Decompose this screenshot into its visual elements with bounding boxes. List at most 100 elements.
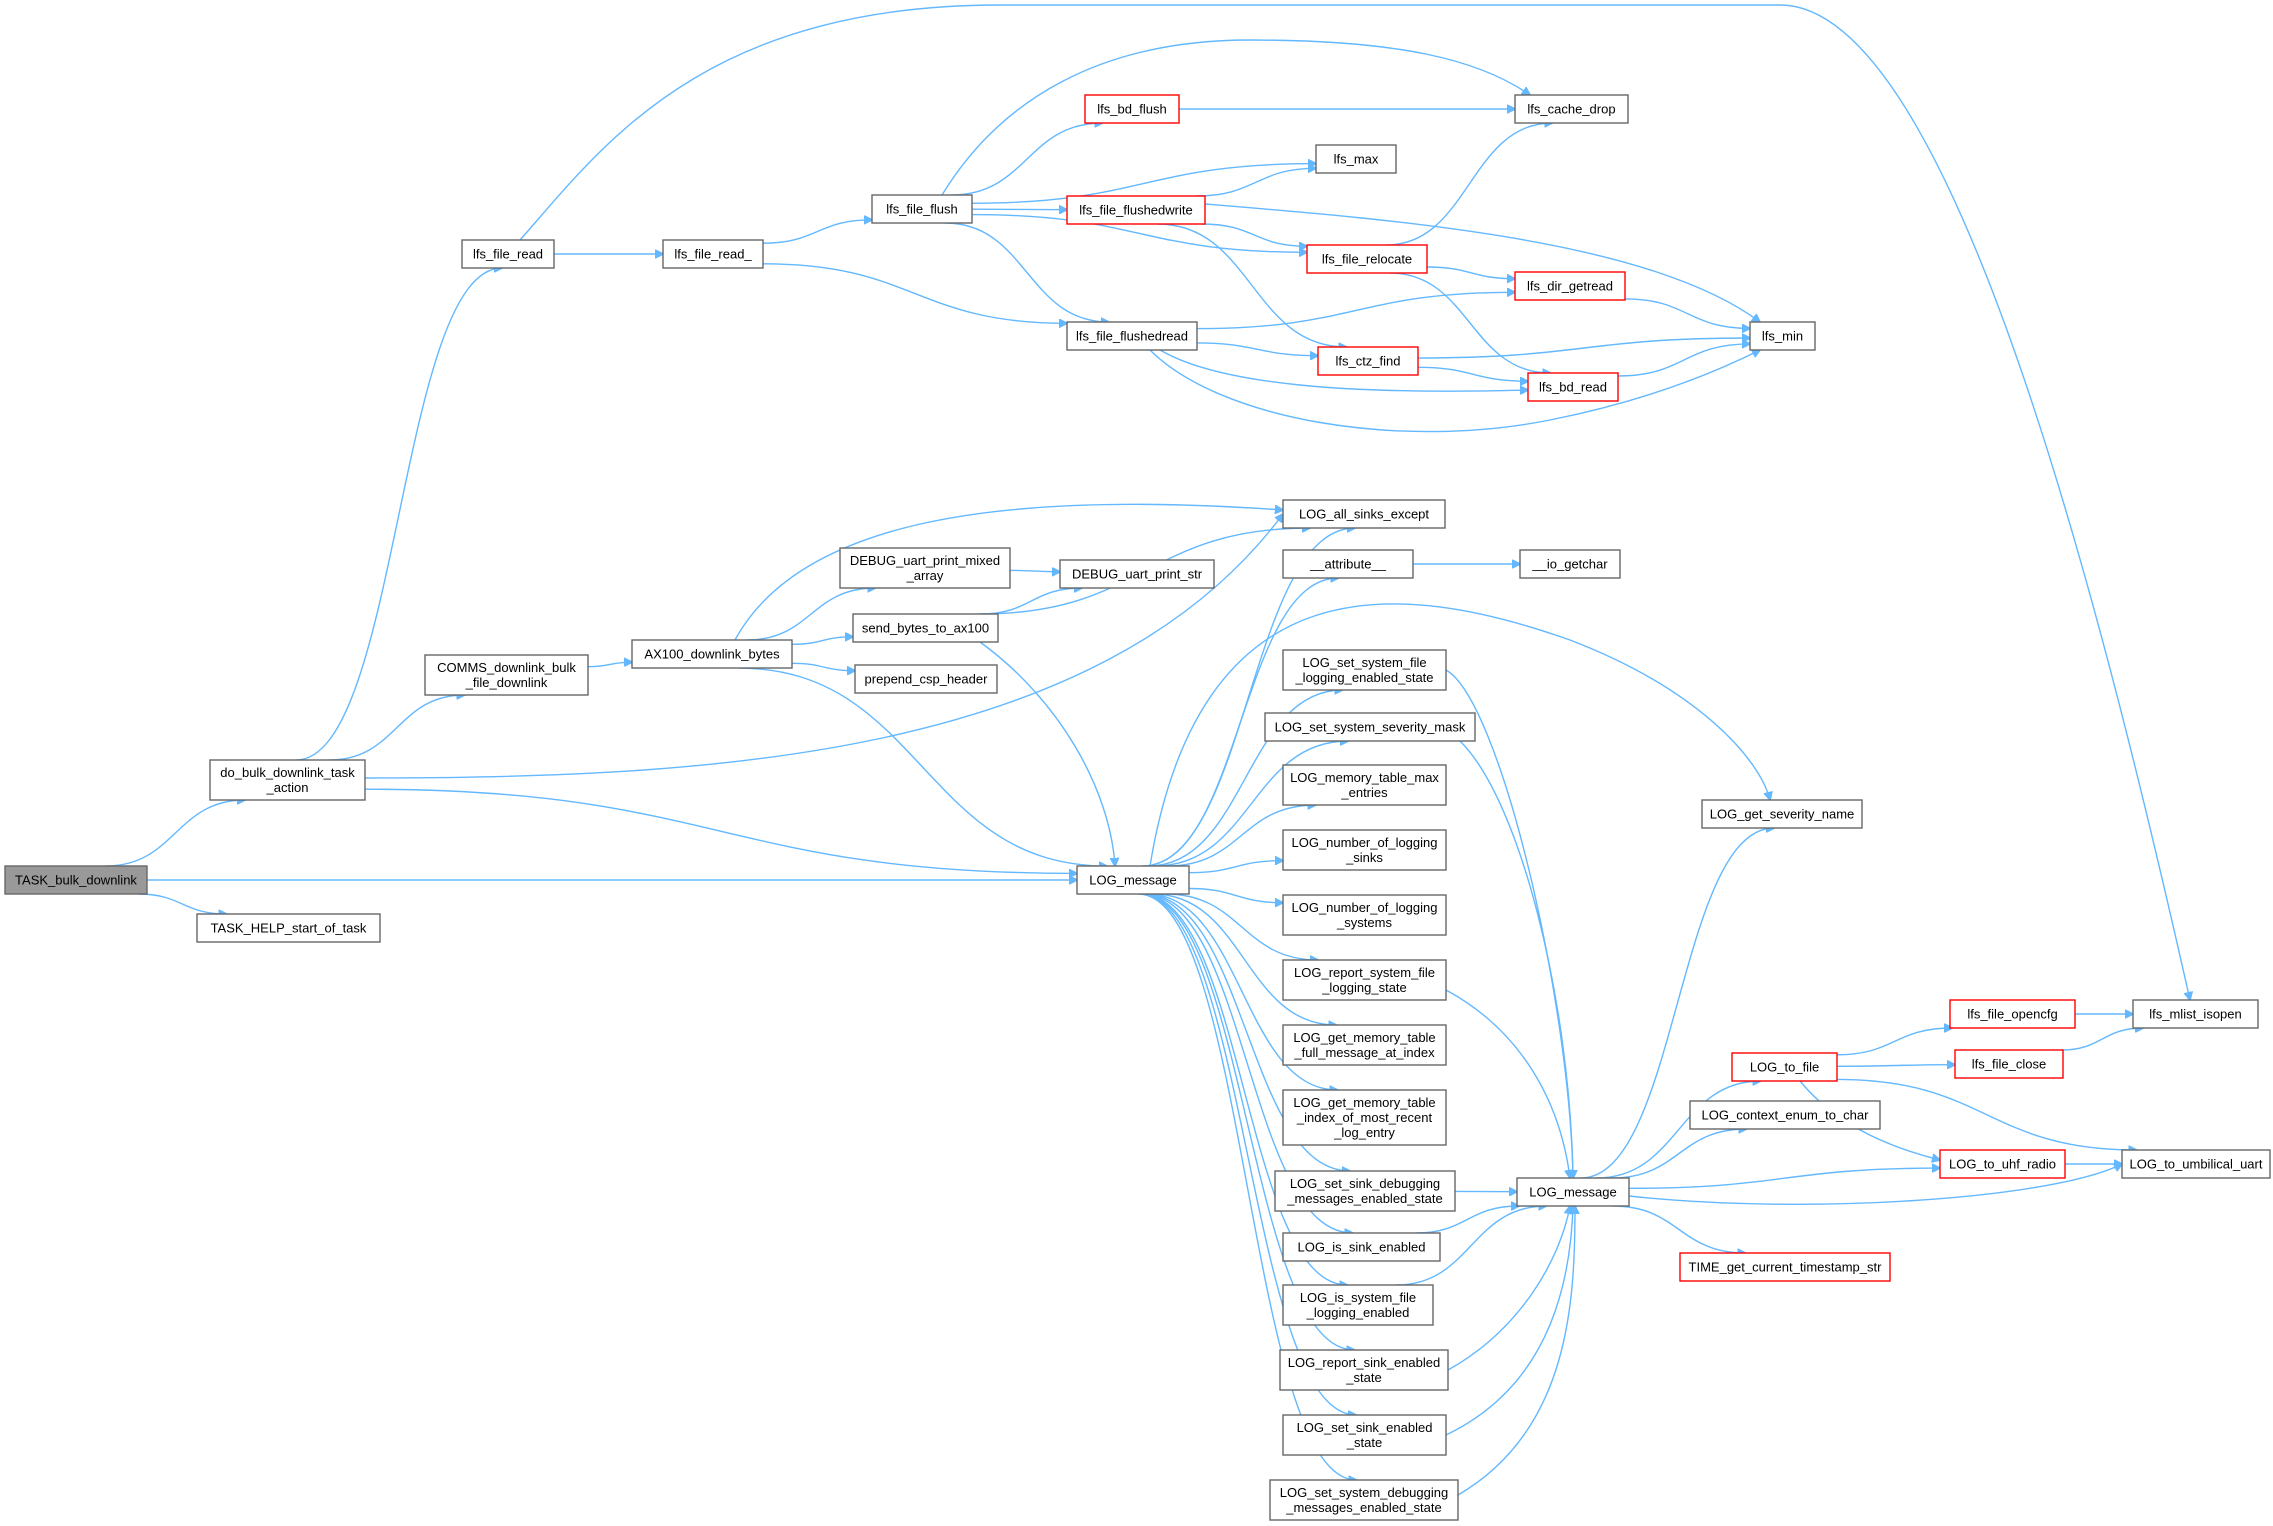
node-box	[1282, 1089, 1447, 1146]
node-label: lfs_dir_getread	[1527, 279, 1613, 294]
edge-lfs_file_flushwrite-to-lfs_ctz_find	[1157, 223, 1347, 347]
edge-do_bulk-to-lfs_file_read	[295, 268, 502, 761]
node-log-message-1[interactable]: LOG_message	[1076, 865, 1190, 895]
node-label: lfs_file_flushedread	[1076, 329, 1188, 344]
node-label: LOG_set_sink_debugging	[1290, 1176, 1440, 1191]
edge-debug_mixed-to-debug_str	[1009, 570, 1060, 571]
node-log-num-systems[interactable]: LOG_number_of_logging_systems	[1282, 894, 1447, 936]
edge-lfs_file_flushedread-to-lfs_min	[1149, 350, 1760, 433]
node-send-bytes[interactable]: send_bytes_to_ax100	[852, 613, 999, 643]
node-label: TASK_bulk_downlink	[15, 873, 137, 888]
node-log-message-2[interactable]: LOG_message	[1516, 1177, 1630, 1207]
node-log-context-enum[interactable]: LOG_context_enum_to_char	[1689, 1100, 1881, 1130]
node-label: LOG_message	[1089, 873, 1176, 888]
node-lfs-ctz-find[interactable]: lfs_ctz_find	[1317, 346, 1419, 376]
node-debug-mixed[interactable]: DEBUG_uart_print_mixed_array	[839, 547, 1011, 589]
edge-do_bulk-to-log_all_sinks	[364, 514, 1283, 779]
edge-lfs_ctz_find-to-lfs_min	[1417, 338, 1750, 359]
node-box	[1514, 271, 1626, 301]
node-log-set-sys-sev[interactable]: LOG_set_system_severity_mask	[1264, 712, 1476, 742]
edge-lfs_bd_read-to-lfs_min	[1617, 344, 1750, 377]
node-io-getchar[interactable]: __io_getchar	[1519, 549, 1621, 579]
node-label: lfs_cache_drop	[1527, 102, 1615, 117]
node-box	[1282, 829, 1447, 871]
node-label: LOG_context_enum_to_char	[1702, 1108, 1870, 1123]
node-log-mem-max[interactable]: LOG_memory_table_max_entries	[1282, 764, 1447, 806]
node-box	[1519, 549, 1621, 579]
node-label: lfs_file_read_	[674, 247, 752, 262]
node-lfs-file-flushedread[interactable]: lfs_file_flushedread	[1066, 321, 1198, 351]
node-box	[209, 759, 366, 801]
node-log-set-sink-enabled[interactable]: LOG_set_sink_enabled_state	[1282, 1414, 1447, 1456]
node-label: _log_entry	[1333, 1125, 1395, 1140]
node-lfs-file-read[interactable]: lfs_file_read	[461, 239, 555, 269]
node-lfs-file-relocate[interactable]: lfs_file_relocate	[1306, 244, 1428, 274]
node-task-bulk-downlink[interactable]: TASK_bulk_downlink	[4, 865, 148, 895]
node-label: DEBUG_uart_print_str	[1072, 567, 1203, 582]
edge-log_message_1-to-log_report_sys_file	[1165, 893, 1318, 960]
node-box	[1282, 894, 1447, 936]
node-attribute[interactable]: __attribute__	[1282, 549, 1414, 579]
node-log-all-sinks[interactable]: LOG_all_sinks_except	[1282, 499, 1446, 529]
node-label: _logging_enabled	[1306, 1305, 1410, 1320]
node-log-get-sev-name[interactable]: LOG_get_severity_name	[1701, 799, 1863, 829]
node-label: _state	[1346, 1435, 1382, 1450]
node-comms-downlink[interactable]: COMMS_downlink_bulk_file_downlink	[424, 654, 589, 696]
node-label: LOG_get_memory_table	[1293, 1095, 1435, 1110]
node-box	[1076, 865, 1190, 895]
node-label: __attribute__	[1309, 557, 1387, 572]
node-log-get-mem-index[interactable]: LOG_get_memory_table_index_of_most_recen…	[1282, 1089, 1447, 1146]
edge-lfs_file_read-to-lfs_mlist_isopen	[519, 4, 2190, 1000]
edge-log_set_sink_enabled-to-log_message_2	[1445, 1206, 1573, 1436]
node-box	[631, 639, 793, 669]
edge-log_message_2-to-log_to_file	[1596, 1081, 1761, 1179]
node-log-set-sys-file[interactable]: LOG_set_system_file_logging_enabled_stat…	[1282, 649, 1447, 691]
node-lfs-min[interactable]: lfs_min	[1749, 321, 1816, 351]
node-log-report-sys-file[interactable]: LOG_report_system_file_logging_state	[1282, 959, 1447, 1001]
node-lfs-file-flush[interactable]: lfs_file_flush	[871, 194, 973, 224]
node-lfs-file-opencfg[interactable]: lfs_file_opencfg	[1949, 999, 2076, 1029]
node-label: _array	[906, 568, 944, 583]
node-log-get-mem-full[interactable]: LOG_get_memory_table_full_message_at_ind…	[1282, 1024, 1447, 1066]
node-lfs-bd-read[interactable]: lfs_bd_read	[1527, 372, 1619, 402]
node-lfs-file-close[interactable]: lfs_file_close	[1954, 1049, 2064, 1079]
edge-log_to_file-to-log_to_uhf	[1799, 1080, 1940, 1160]
node-log-report-sink[interactable]: LOG_report_sink_enabled_state	[1279, 1349, 1449, 1391]
node-label: TIME_get_current_timestamp_str	[1689, 1260, 1883, 1275]
node-log-to-uhf[interactable]: LOG_to_uhf_radio	[1939, 1149, 2066, 1179]
node-debug-str[interactable]: DEBUG_uart_print_str	[1059, 559, 1215, 589]
node-label: COMMS_downlink_bulk	[437, 660, 576, 675]
node-label: lfs_file_flush	[886, 202, 958, 217]
node-time-get-ts[interactable]: TIME_get_current_timestamp_str	[1679, 1252, 1891, 1282]
node-box	[852, 613, 999, 643]
node-lfs-mlist-isopen[interactable]: lfs_mlist_isopen	[2132, 999, 2259, 1029]
node-log-to-file[interactable]: LOG_to_file	[1731, 1052, 1838, 1082]
node-task-help[interactable]: TASK_HELP_start_of_task	[196, 913, 381, 943]
node-label: lfs_mlist_isopen	[2149, 1007, 2242, 1022]
node-lfs-cache-drop[interactable]: lfs_cache_drop	[1514, 94, 1629, 124]
node-log-is-sys-file[interactable]: LOG_is_system_file_logging_enabled	[1282, 1284, 1434, 1326]
node-log-is-sink[interactable]: LOG_is_sink_enabled	[1282, 1232, 1441, 1262]
node-log-set-sink-debug[interactable]: LOG_set_sink_debugging_messages_enabled_…	[1274, 1170, 1456, 1212]
node-log-num-sinks[interactable]: LOG_number_of_logging_sinks	[1282, 829, 1447, 871]
node-lfs-file-flushwrite[interactable]: lfs_file_flushedwrite	[1066, 195, 1206, 225]
node-lfs-bd-flush[interactable]: lfs_bd_flush	[1084, 94, 1180, 124]
node-box	[1274, 1170, 1456, 1212]
node-box	[461, 239, 555, 269]
node-lfs-max[interactable]: lfs_max	[1315, 144, 1397, 174]
node-label: do_bulk_downlink_task	[220, 765, 355, 780]
node-label: _entries	[1340, 785, 1388, 800]
node-do-bulk[interactable]: do_bulk_downlink_task_action	[209, 759, 366, 801]
edge-lfs_file_flushwrite-to-lfs_file_relocate	[1201, 223, 1307, 246]
node-lfs-file-read-[interactable]: lfs_file_read_	[662, 239, 764, 269]
node-ax100[interactable]: AX100_downlink_bytes	[631, 639, 793, 669]
node-box	[196, 913, 381, 943]
node-prepend-csp[interactable]: prepend_csp_header	[854, 664, 998, 694]
edge-lfs_file_close-to-lfs_mlist_isopen	[2061, 1028, 2143, 1051]
node-label: _sinks	[1345, 850, 1383, 865]
node-lfs-dir-getread[interactable]: lfs_dir_getread	[1514, 271, 1626, 301]
node-log-to-umbilical[interactable]: LOG_to_umbilical_uart	[2121, 1149, 2271, 1179]
node-label: prepend_csp_header	[865, 672, 989, 687]
node-log-set-sys-debug[interactable]: LOG_set_system_debugging_messages_enable…	[1269, 1479, 1459, 1521]
node-label: _full_message_at_index	[1293, 1045, 1435, 1060]
